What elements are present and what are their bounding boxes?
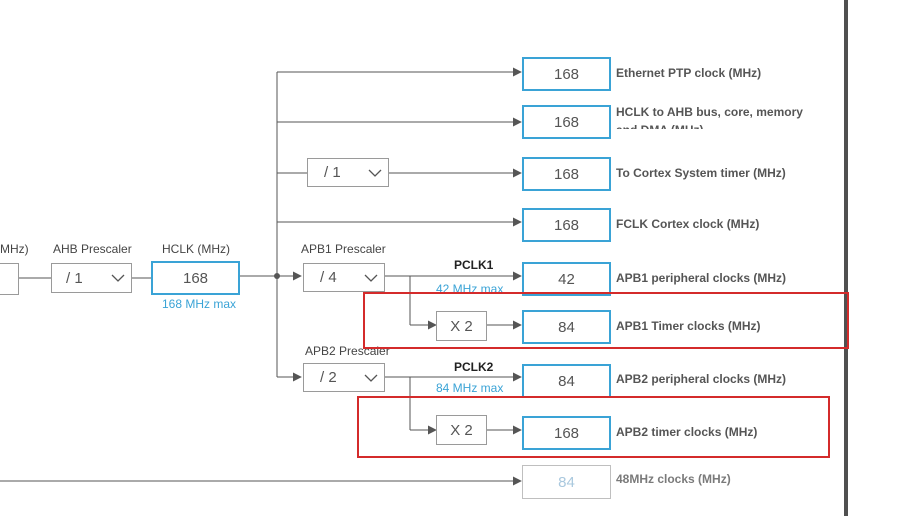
chevron-down-icon (358, 374, 384, 382)
apb2-prescaler-value: / 2 (320, 369, 337, 386)
hclk-value-box[interactable]: 168 (151, 261, 240, 295)
apb2-timer-highlight (357, 396, 830, 458)
hclk-ahb-clock-value: 168 (553, 113, 580, 131)
ethernet-ptp-clock-value: 168 (553, 65, 580, 83)
apb1-prescaler-select[interactable]: / 4 (303, 263, 385, 292)
cortex-system-timer-label: To Cortex System timer (MHz) (616, 166, 786, 180)
48mhz-clock-label: 48MHz clocks (MHz) (616, 472, 731, 486)
hclk-value: 168 (182, 269, 209, 287)
apb2-timer-clock-value: 168 (553, 424, 580, 442)
hclk-ahb-clock-label: HCLK to AHB bus, core, memory and DMA (M… (616, 105, 803, 129)
cortex-system-timer-box[interactable]: 168 (522, 157, 611, 191)
bus-junction-dot (274, 273, 280, 279)
systick-prescaler-value: / 1 (324, 164, 341, 181)
fclk-cortex-clock-box[interactable]: 168 (522, 208, 611, 242)
apb1-timer-clock-value: 84 (558, 318, 575, 336)
pclk2-label: PCLK2 (454, 360, 494, 374)
ethernet-ptp-clock-label: Ethernet PTP clock (MHz) (616, 66, 762, 80)
apb2-peripheral-clock-label: APB2 peripheral clocks (MHz) (616, 372, 787, 386)
apb1-peripheral-clock-label: APB1 peripheral clocks (MHz) (616, 271, 787, 285)
ethernet-ptp-clock-box[interactable]: 168 (522, 57, 611, 91)
canvas-right-border (844, 0, 848, 516)
hclk-ahb-clock-box[interactable]: 168 (522, 105, 611, 139)
chevron-down-icon (105, 274, 131, 282)
input-clock-label: MHz) (0, 242, 29, 256)
cortex-system-timer-value: 168 (553, 165, 580, 183)
apb2-timer-clock-label: APB2 timer clocks (MHz) (616, 425, 758, 439)
ahb-prescaler-select[interactable]: / 1 (51, 263, 132, 293)
48mhz-clock-box[interactable]: 84 (522, 465, 611, 499)
pclk1-label: PCLK1 (454, 258, 494, 272)
input-clock-box[interactable] (0, 263, 19, 295)
chevron-down-icon (358, 274, 384, 282)
apb1-timer-highlight (363, 292, 849, 349)
48mhz-clock-value: 84 (558, 473, 575, 491)
apb2-peripheral-clock-box[interactable]: 84 (522, 364, 611, 398)
apb1-peripheral-clock-box[interactable]: 42 (522, 262, 611, 296)
apb2-timer-multiplier-value: X 2 (450, 421, 473, 439)
apb1-timer-clock-box[interactable]: 84 (522, 310, 611, 344)
pclk2-max-note: 84 MHz max (436, 381, 504, 395)
hclk-max-note: 168 MHz max (162, 297, 237, 311)
apb1-peripheral-clock-value: 42 (558, 270, 575, 288)
apb2-prescaler-select[interactable]: / 2 (303, 363, 385, 392)
ahb-prescaler-value: / 1 (66, 269, 83, 287)
apb1-prescaler-label: APB1 Prescaler (301, 242, 386, 256)
apb1-timer-multiplier-value: X 2 (450, 317, 473, 335)
hclk-label: HCLK (MHz) (162, 242, 230, 256)
systick-prescaler-select[interactable]: / 1 (307, 158, 389, 187)
apb1-timer-clock-label: APB1 Timer clocks (MHz) (616, 319, 761, 333)
ahb-prescaler-label: AHB Prescaler (53, 242, 132, 256)
fclk-cortex-clock-label: FCLK Cortex clock (MHz) (616, 217, 760, 231)
apb2-timer-clock-box[interactable]: 168 (522, 416, 611, 450)
fclk-cortex-clock-value: 168 (553, 216, 580, 234)
apb2-timer-multiplier: X 2 (436, 415, 487, 445)
apb1-prescaler-value: / 4 (320, 269, 337, 286)
apb2-peripheral-clock-value: 84 (558, 372, 575, 390)
apb1-timer-multiplier: X 2 (436, 311, 487, 341)
chevron-down-icon (362, 169, 388, 177)
